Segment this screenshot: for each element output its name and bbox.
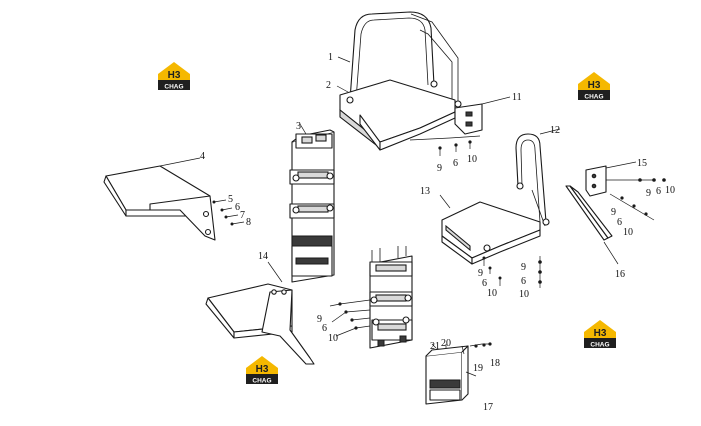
callout-6g: 6 [322, 323, 327, 334]
callout-13: 13 [420, 186, 430, 197]
callout-9d: 9 [478, 268, 483, 279]
callout-10a: 10 [467, 154, 477, 165]
watermark-letters-bottom: CHAG [164, 84, 183, 91]
step-plate-assembly-14 [205, 261, 315, 365]
callout-labels: 1 2 3 4 5 6 7 8 9 6 10 11 12 13 14 15 9 … [200, 52, 675, 413]
svg-text:H3: H3 [256, 364, 269, 375]
upper-step-assembly [336, 11, 511, 156]
callout-10d: 10 [487, 288, 497, 299]
callout-18: 18 [490, 358, 500, 369]
callout-10f: 10 [328, 333, 338, 344]
callout-6f: 6 [521, 276, 526, 287]
callout-5: 5 [228, 194, 233, 205]
step-plate-assembly-4 [103, 157, 245, 241]
callout-10c: 10 [623, 227, 633, 238]
bracket-11 [454, 103, 483, 135]
watermark-logo-1: H3 CHAG [158, 62, 190, 91]
callout-10e: 10 [519, 289, 529, 300]
callout-9f: 9 [317, 314, 322, 325]
ladder-assembly-3 [289, 123, 335, 283]
bracket-assembly-15-16 [565, 161, 666, 265]
callout-2: 2 [326, 80, 331, 91]
callout-9b: 9 [646, 188, 651, 199]
callout-10b: 10 [665, 185, 675, 196]
svg-text:CHAG: CHAG [252, 378, 271, 385]
watermark-logo-3: H3 CHAG [246, 356, 278, 385]
svg-text:CHAG: CHAG [590, 342, 609, 349]
handrail-12 [515, 133, 547, 223]
callout-6a: 6 [235, 202, 240, 213]
watermark-letters-top: H3 [168, 70, 181, 81]
svg-text:H3: H3 [594, 328, 607, 339]
callout-4: 4 [200, 151, 205, 162]
watermark-logo-4: H3 CHAG [584, 320, 616, 349]
center-ladder-assembly [329, 246, 413, 349]
callout-6c: 6 [656, 186, 661, 197]
callout-9e: 9 [521, 262, 526, 273]
svg-text:CHAG: CHAG [584, 94, 603, 101]
callout-6d: 6 [617, 217, 622, 228]
callout-6b: 6 [453, 158, 458, 169]
bracket-15 [585, 165, 607, 197]
callout-17: 17 [483, 402, 493, 413]
callout-9a: 9 [437, 163, 442, 174]
step-plate-2 [339, 79, 456, 143]
callout-19: 19 [473, 363, 483, 374]
callout-7: 7 [240, 210, 245, 221]
callout-8: 8 [246, 217, 251, 228]
small-ladder-assembly-17 [425, 342, 492, 405]
svg-text:H3: H3 [588, 80, 601, 91]
watermark-logo-2: H3 CHAG [578, 72, 610, 101]
callout-21: 21 [430, 341, 440, 352]
bracket-16 [565, 185, 609, 241]
callout-12: 12 [550, 125, 560, 136]
callout-20: 20 [441, 338, 451, 349]
handrail-1 [349, 11, 435, 101]
callout-14: 14 [258, 251, 268, 262]
callout-6e: 6 [482, 278, 487, 289]
lower-step-assembly [439, 128, 561, 288]
callout-9c: 9 [611, 207, 616, 218]
callout-15: 15 [637, 158, 647, 169]
callout-1: 1 [328, 52, 333, 63]
callout-16: 16 [615, 269, 625, 280]
callout-3: 3 [296, 121, 301, 132]
callout-11: 11 [512, 92, 522, 103]
